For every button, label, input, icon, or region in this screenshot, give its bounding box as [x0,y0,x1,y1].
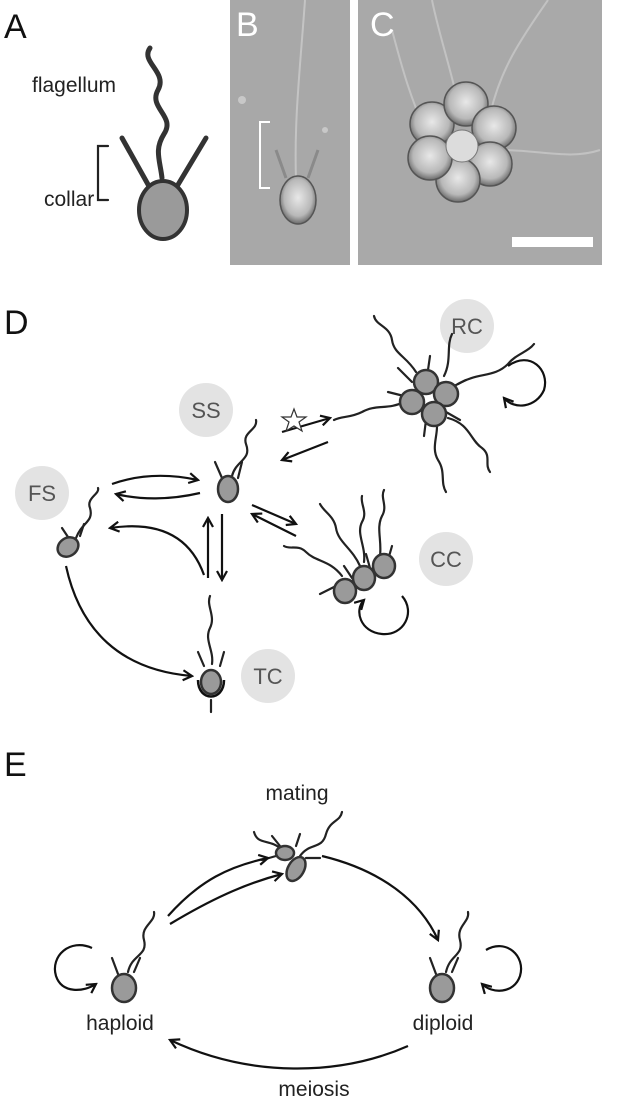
arrow-mating-to-diploid [321,854,438,940]
collar-right [173,135,209,191]
colony-rc [332,314,536,494]
micrograph-b-flagellum [294,0,306,181]
badge-cc: CC [419,532,473,586]
panel-label-d: D [4,304,29,342]
collar-bracket [96,144,110,202]
badge-tc: TC [241,649,295,703]
collar-left [119,135,153,191]
arrow-tc-to-fs [110,526,206,576]
micrograph-b-bracket [259,121,270,189]
arrow-diploid-self [482,945,523,991]
badge-cc-label: CC [430,547,462,572]
micrograph-b-collar [274,149,320,179]
haploid-label: haploid [86,1012,154,1035]
cell-body [137,179,189,241]
panel-label-a: A [4,8,27,46]
arrow-haploid-to-mating-2 [169,874,282,925]
micrograph-b-cell [279,175,317,225]
mating-label: mating [265,782,328,805]
badge-ss: SS [179,383,233,437]
panel-label-c: C [370,6,395,44]
panel-d: D SS FS RC CC TC [4,299,547,714]
arrow-cc-to-ss [252,514,297,537]
meiosis-label: meiosis [278,1078,349,1101]
cell-diploid [428,910,470,1004]
panel-label-b: B [236,6,259,44]
collar-label: collar [44,188,94,211]
diploid-label: diploid [413,1012,474,1035]
micrograph-b-speck [238,96,246,104]
panel-label-e: E [4,746,27,784]
arrow-haploid-to-mating-1 [167,858,268,917]
badge-rc: RC [440,299,494,353]
micrograph-c-flagella [391,0,601,156]
flagellum [145,45,170,181]
micrograph-c-rosette [407,81,517,203]
arrow-fs-to-tc [64,565,192,676]
panel-e: E mating haploid diploid meiosis [4,746,523,1101]
arrow-ss-to-cc [251,503,296,524]
badge-fs-label: FS [28,481,56,506]
arrow-meiosis [170,1040,409,1070]
colony-cc [282,488,397,605]
arrow-rc-to-ss [282,440,329,460]
panel-b: B [230,0,350,265]
panel-a: A flagellum collar [4,8,209,241]
flagellum-label: flagellum [32,74,116,97]
arrow-ss-to-fs [116,493,201,498]
arrow-ss-to-rc [281,418,330,434]
arrow-haploid-self [53,944,96,990]
star-icon [280,407,308,433]
cell-fs [56,486,100,558]
badge-fs: FS [15,466,69,520]
scale-bar [512,237,593,247]
cell-ss [213,418,258,504]
cell-mating-pair [252,810,344,883]
arrow-rc-self [504,359,547,405]
badge-rc-label: RC [451,314,483,339]
cell-tc [196,594,226,714]
cell-haploid [110,910,156,1004]
arrow-cc-self [359,595,410,636]
panel-c: C [358,0,602,265]
arrow-fs-to-ss [111,476,198,486]
badge-ss-label: SS [191,398,220,423]
badge-tc-label: TC [253,664,282,689]
micrograph-b-speck [322,127,328,133]
